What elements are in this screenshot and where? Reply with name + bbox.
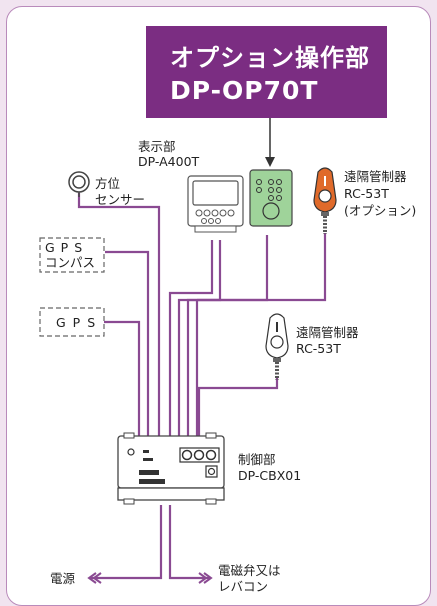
gps-compass-label-2: コンパス (45, 255, 96, 270)
remote-model: RC-53T (296, 341, 341, 356)
cables (77, 193, 327, 580)
cable-power (90, 505, 163, 580)
cable-display-1 (168, 240, 214, 436)
gps-compass-label: GPS (45, 240, 89, 255)
heading-sensor-label: 方位 (95, 176, 121, 191)
heading-sensor-label-2: センサー (95, 192, 146, 207)
cable-remote (197, 378, 279, 436)
option-unit-model: DP-OP70T (170, 76, 319, 105)
control-box-icon (117, 432, 225, 505)
title-arrow-icon (265, 118, 275, 167)
remote-controller-option-icon (313, 167, 337, 234)
gps-label: GPS (56, 315, 103, 330)
cable-gps (103, 320, 141, 436)
compass-sensor-icon (68, 171, 90, 197)
solenoid-arrow-icon (198, 572, 213, 584)
remote-controller-icon (265, 313, 289, 380)
remote-option-model: RC-53T (344, 186, 389, 201)
option-unit-title: オプション操作部 (170, 44, 370, 72)
gps-compass-box (39, 237, 105, 273)
solenoid-label: 電磁弁又は (218, 563, 281, 578)
control-unit-model: DP-CBX01 (238, 468, 302, 483)
display-unit-label: 表示部 (138, 139, 176, 154)
power-label: 電源 (50, 571, 76, 586)
display-unit-icon (187, 175, 244, 233)
solenoid-label-2: レバコン (218, 579, 269, 594)
option-panel-icon (249, 169, 293, 227)
gps-box (39, 307, 105, 337)
cable-heading-sensor (77, 193, 161, 436)
remote-option-note: (オプション) (344, 203, 417, 218)
control-unit-label: 制御部 (238, 452, 276, 467)
option-unit-title-box: オプション操作部 DP-OP70T (146, 26, 387, 118)
cable-solenoid (168, 505, 210, 580)
remote-label: 遠隔管制器 (296, 325, 359, 340)
remote-option-label: 遠隔管制器 (344, 169, 407, 184)
cable-remote-option-a (286, 233, 327, 302)
display-unit-model: DP-A400T (138, 154, 200, 169)
power-arrow-icon (87, 572, 102, 584)
cable-gps-compass (105, 250, 150, 436)
